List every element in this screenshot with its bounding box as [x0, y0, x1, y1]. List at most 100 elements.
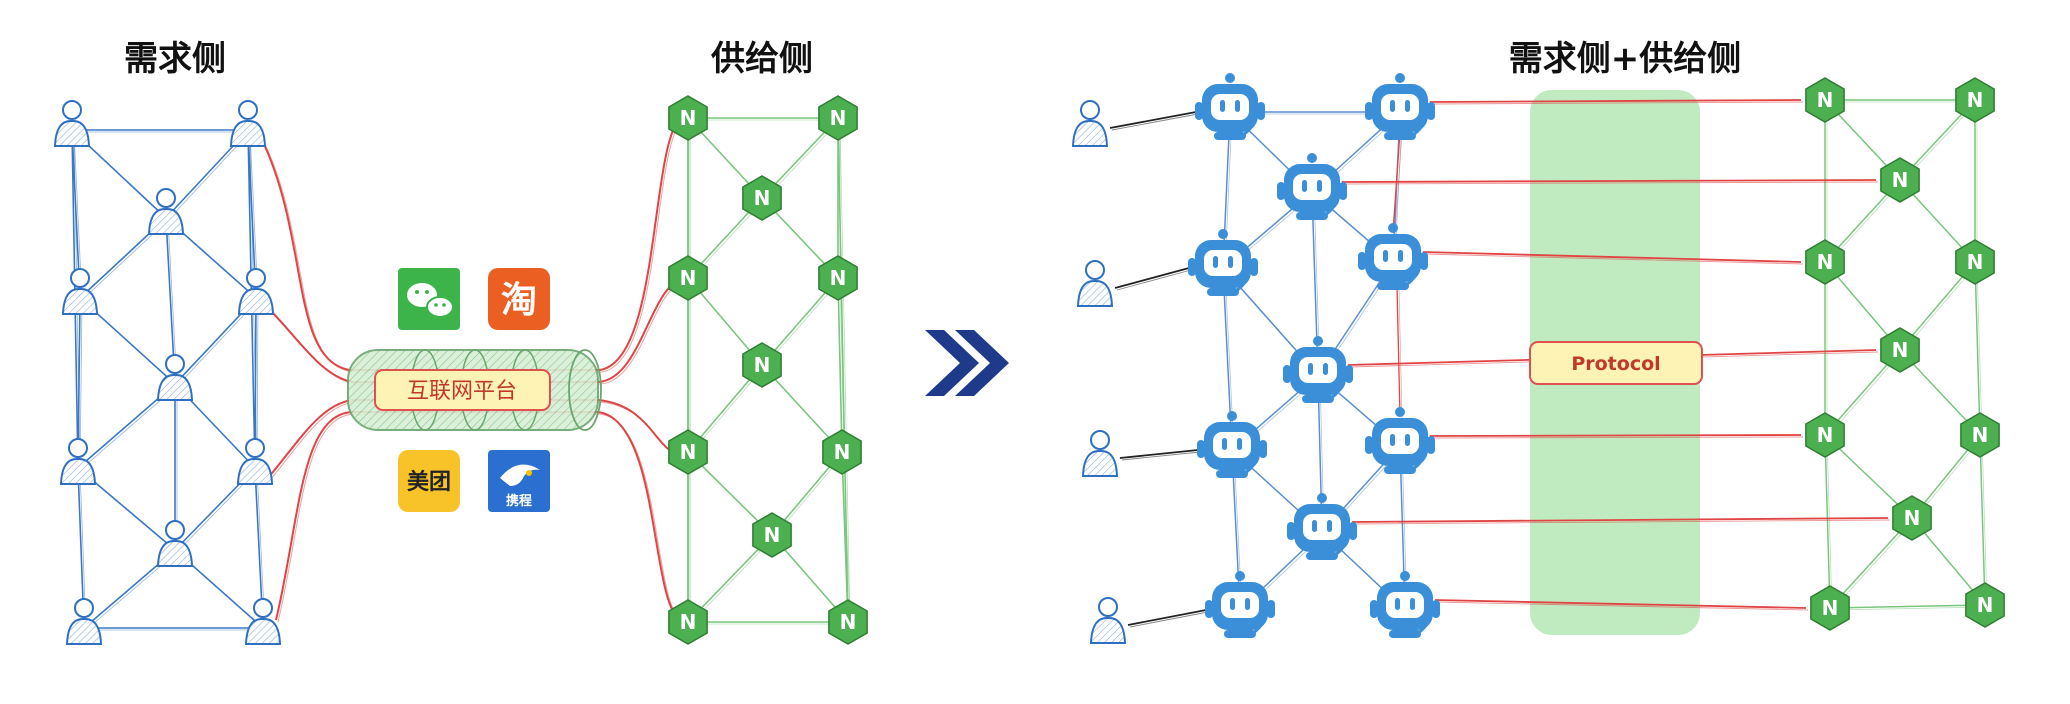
- node-glyph: N: [680, 610, 697, 634]
- node-link-sketch: [839, 119, 851, 625]
- node-link-sketch: [1826, 436, 1833, 611]
- node-glyph: N: [680, 106, 697, 130]
- network-node-icon: N: [752, 512, 792, 558]
- user-icon: [244, 598, 282, 645]
- protocol-link-sketch: [1436, 601, 1809, 611]
- network-node-icon: N: [668, 429, 708, 475]
- robot-red-link: [1396, 286, 1401, 417]
- user-icon: [61, 268, 99, 315]
- robot-icon: [1365, 73, 1435, 140]
- node-link: [837, 277, 843, 453]
- user-robot-link-sketch: [1129, 611, 1209, 628]
- node-glyph: N: [1822, 596, 1839, 620]
- node-link: [1829, 604, 1986, 609]
- node-link: [1974, 261, 1981, 436]
- protocol-link: [1429, 434, 1802, 437]
- user-icon: [1081, 430, 1119, 477]
- svg-text:美团: 美团: [407, 469, 451, 495]
- network-node-icon: N: [1805, 239, 1845, 285]
- node-glyph: N: [1892, 168, 1909, 192]
- node-glyph: N: [764, 523, 781, 547]
- node-link: [1979, 434, 1986, 606]
- platform-label-box: [374, 369, 551, 411]
- protocol-link: [1429, 99, 1802, 103]
- platform-link-top: [261, 117, 681, 371]
- protocol-link-sketch: [1343, 181, 1879, 185]
- network-node-icon: N: [828, 599, 868, 645]
- node-link-sketch: [1976, 263, 1983, 438]
- user-icon: [156, 354, 194, 401]
- user-robot-link: [1119, 449, 1199, 459]
- user-robot-link: [1114, 267, 1190, 289]
- user-icon: [156, 520, 194, 567]
- robot-icon: [1195, 73, 1265, 140]
- robot-link-sketch: [1224, 269, 1235, 453]
- network-node-icon: N: [1955, 77, 1995, 123]
- taobao-icon: 淘: [488, 268, 550, 330]
- network-node-icon: N: [1960, 412, 2000, 458]
- svg-text:携程: 携程: [506, 493, 532, 509]
- demand-side-title: 需求侧: [124, 39, 226, 79]
- user-robot-link: [1127, 609, 1207, 626]
- protocol-label: Protocol: [1571, 353, 1660, 375]
- user-icon: [65, 598, 103, 645]
- network-node-icon: N: [1955, 239, 1995, 285]
- user-robot-link-sketch: [1116, 269, 1192, 291]
- protocol-link-sketch: [1424, 253, 1804, 265]
- platform-link-bottom: [275, 411, 681, 621]
- node-glyph: N: [754, 353, 771, 377]
- robot-link-sketch: [1313, 193, 1321, 378]
- network-node-icon: N: [742, 175, 782, 221]
- protocol-link: [1351, 517, 1889, 523]
- node-glyph: N: [1967, 88, 1984, 112]
- user-icon: [59, 438, 97, 485]
- network-node-icon: N: [1880, 327, 1920, 373]
- platform-cylinder: 互联网平台: [347, 349, 602, 431]
- node-link-sketch: [1831, 606, 1988, 611]
- protocol-link: [1341, 179, 1877, 183]
- meituan-icon: 美团: [398, 450, 460, 512]
- network-node-icon: N: [822, 429, 862, 475]
- protocol-label-box: [1529, 341, 1703, 385]
- platform-label: 互联网平台: [407, 379, 517, 404]
- node-glyph: N: [680, 440, 697, 464]
- user-robot-link-sketch: [1121, 451, 1201, 461]
- network-node-icon: N: [1805, 412, 1845, 458]
- node-glyph: N: [1904, 506, 1921, 530]
- robot-icon: [1287, 493, 1357, 560]
- user-icon: [147, 188, 185, 235]
- platform-link-top-sketch: [263, 119, 683, 373]
- robot-icon: [1365, 407, 1435, 474]
- network-node-icon: N: [742, 342, 782, 388]
- network-node-icon: N: [1892, 495, 1932, 541]
- node-link-sketch: [1981, 436, 1988, 608]
- user-icon: [237, 268, 275, 315]
- protocol-link: [1422, 251, 1802, 263]
- node-glyph: N: [830, 266, 847, 290]
- protocol-link-sketch: [1431, 101, 1804, 105]
- robot-red-link-sketch: [1398, 288, 1403, 419]
- network-node-icon: N: [1805, 77, 1845, 123]
- robot-icon: [1277, 153, 1347, 220]
- svg-text:淘: 淘: [501, 280, 537, 321]
- robot-icon: [1283, 336, 1353, 403]
- node-glyph: N: [1892, 338, 1909, 362]
- network-node-icon: N: [818, 255, 858, 301]
- node-glyph: N: [1977, 593, 1994, 617]
- user-robot-link: [1109, 111, 1197, 129]
- protocol-link: [1434, 599, 1807, 609]
- protocol-label-group: Protocol: [1529, 341, 1703, 385]
- network-node-icon: N: [1965, 582, 2005, 628]
- node-link: [1829, 517, 1913, 609]
- node-glyph: N: [1817, 423, 1834, 447]
- network-node-icon: N: [818, 95, 858, 141]
- robot-icon: [1205, 571, 1275, 638]
- network-node-icon: N: [1810, 585, 1850, 631]
- network-node-icon: N: [1880, 157, 1920, 203]
- user-icon: [53, 100, 91, 147]
- user-icon: [1076, 260, 1114, 307]
- node-glyph: N: [1967, 250, 1984, 274]
- platform-link-bottom-sketch: [277, 413, 683, 623]
